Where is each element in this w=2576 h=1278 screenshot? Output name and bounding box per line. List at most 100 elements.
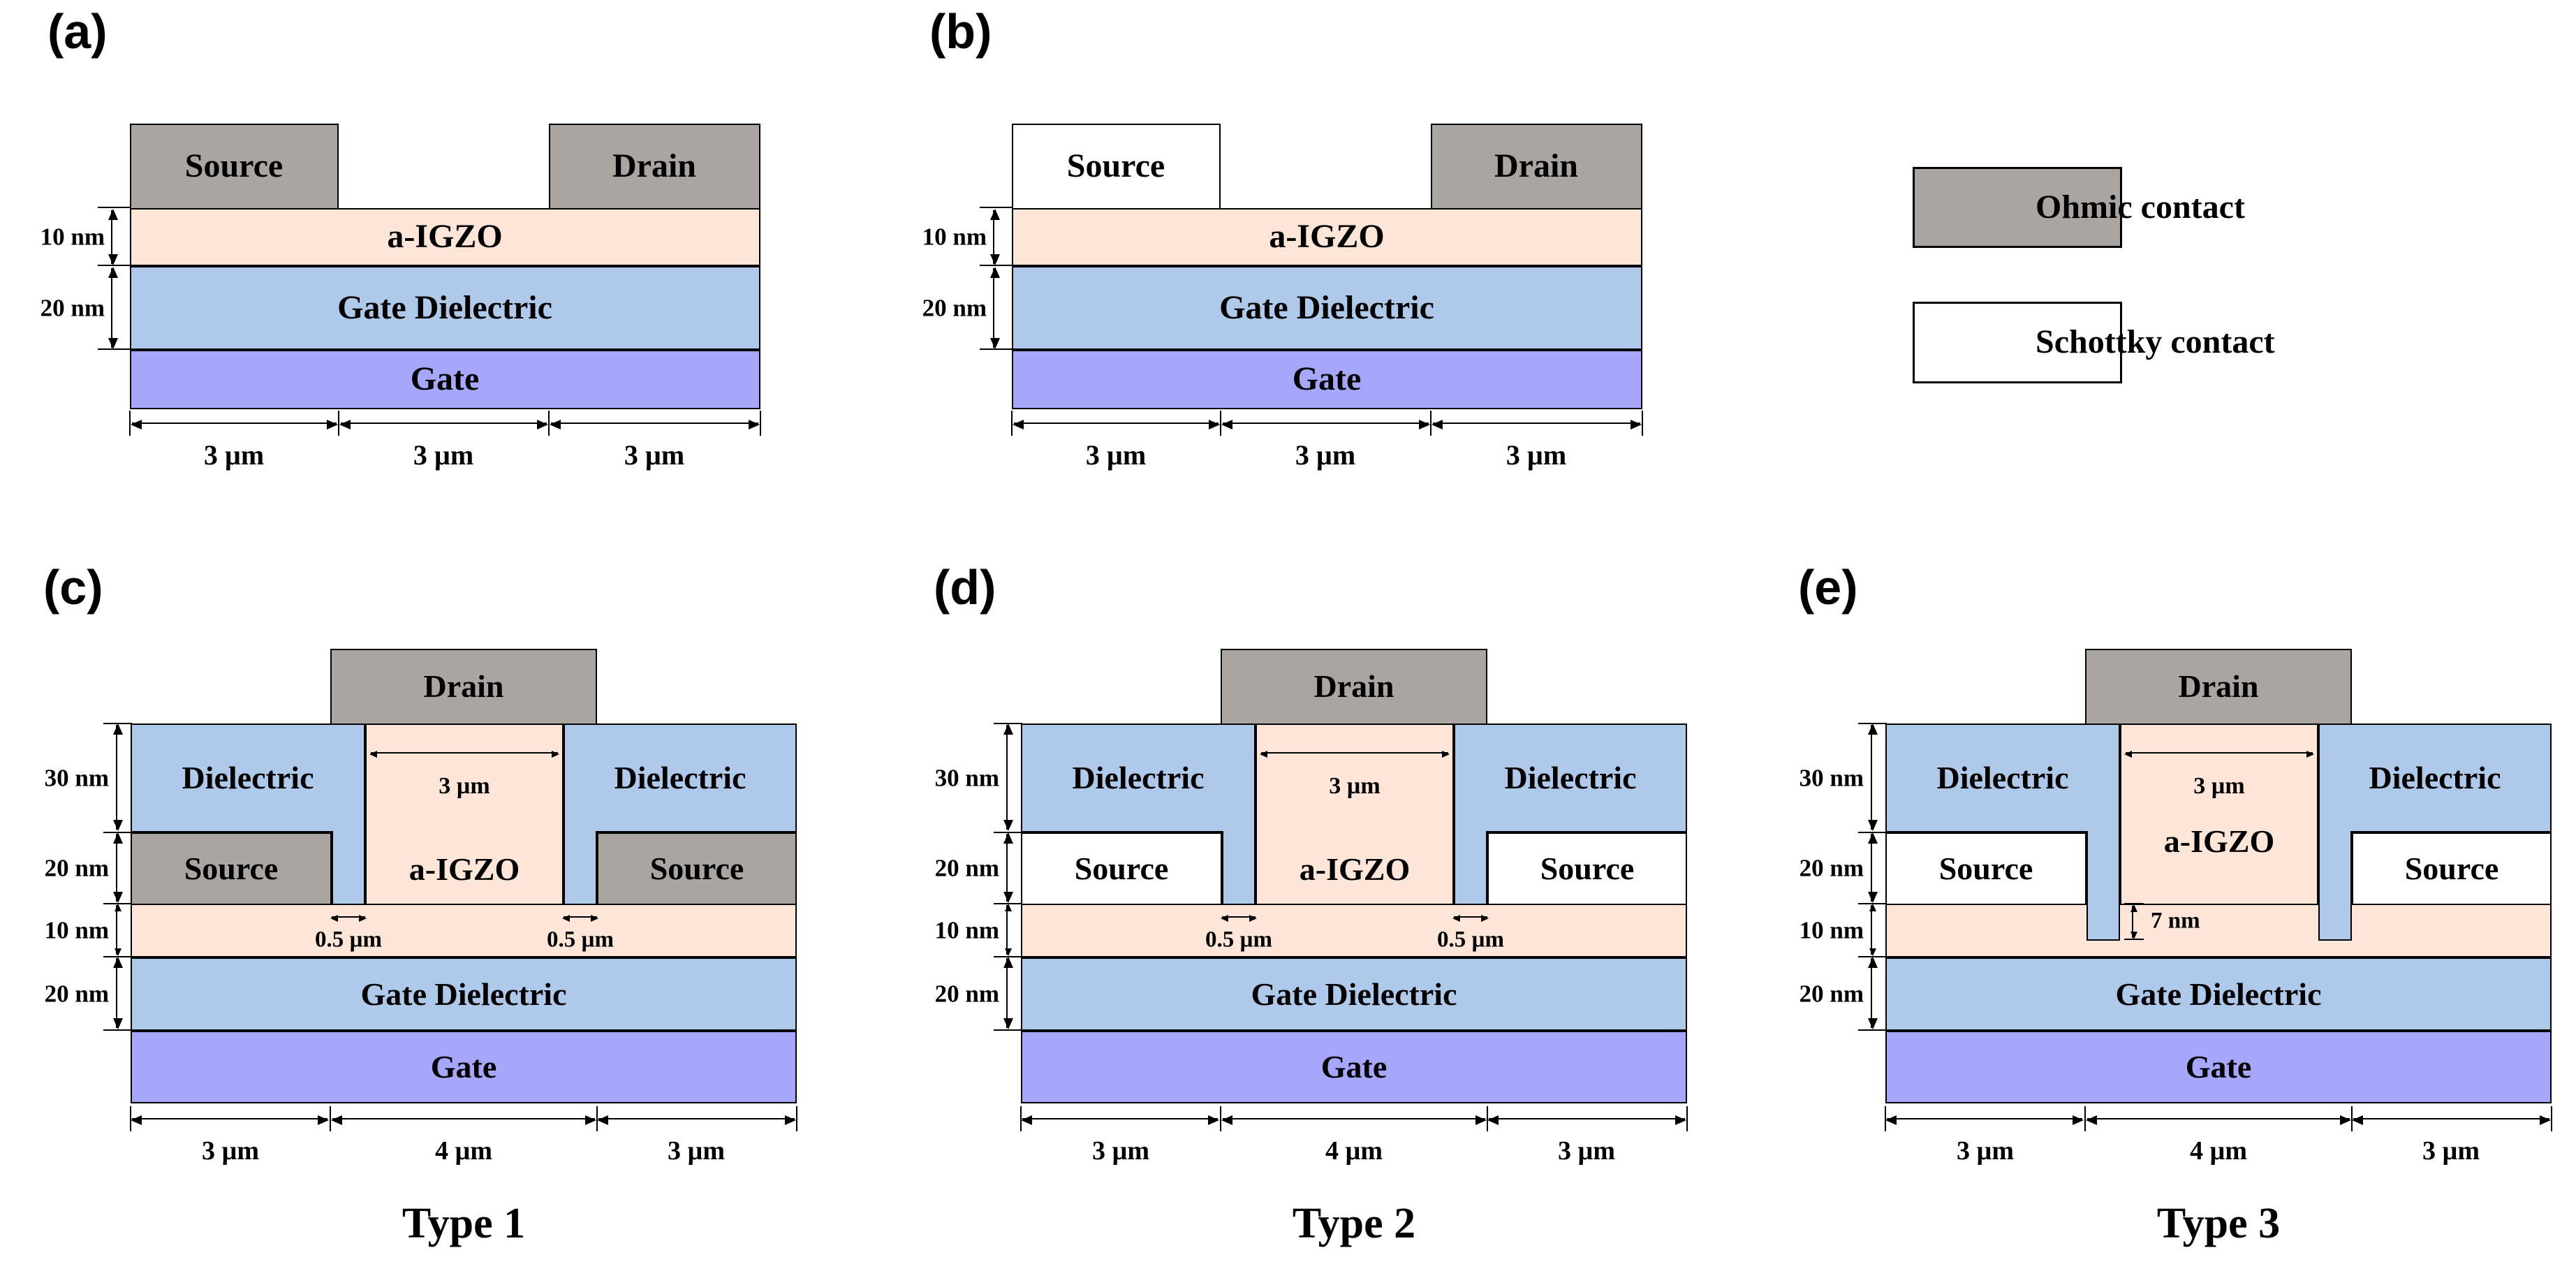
notch-tick [2124,939,2144,940]
extension-line [1858,1029,1887,1031]
gate-label: Gate [2185,1049,2252,1085]
gate-label: Gate [430,1049,497,1085]
gate-label: Gate [1292,360,1362,397]
igzo-label: a-IGZO [387,218,503,255]
dimension-arrow [1487,1115,1686,1125]
gap-label-right: 0.5 µm [546,927,614,953]
dimension-arrow [131,1115,329,1125]
channel-width-label: 3 µm [439,773,490,799]
drain-contact [549,124,760,210]
dimension-arrow [113,957,123,1029]
dimension-arrow [990,209,1000,265]
dimension-arrow [113,832,123,903]
dielectric-label-left: Dielectric [1936,760,2069,795]
dielectric-spacer-left [1222,831,1256,905]
source-label-left: Source [184,851,279,886]
gap-arrow-right [562,915,598,922]
dimension-arrow [597,1115,796,1125]
gate-dielectric-label: Gate Dielectric [337,289,552,326]
igzo-channel-border [2120,724,2318,905]
source-contact-right [597,832,797,905]
width-label: 3 µm [1085,439,1147,471]
panel-d-caption: Type 2 [1292,1200,1416,1247]
source-label-left: Source [1938,851,2033,886]
dim-label: 20 nm [40,294,105,322]
dielectric-label-right: Dielectric [1504,760,1637,795]
dimension-arrow [1013,420,1220,429]
extension-line [994,1029,1022,1031]
dimension-arrow [1221,1115,1487,1125]
dim-label: 20 nm [922,294,987,322]
igzo-label: a-IGZO [1299,851,1411,887]
width-label: 4 µm [2189,1136,2248,1166]
dielectric-block-right [2318,724,2552,832]
dimension-tick [1642,411,1643,436]
extension-line [98,265,131,266]
dielectric-block-left [1885,724,2120,832]
drain-contact [2085,649,2352,725]
gate-layer [1885,1031,2552,1103]
gap-label-left: 0.5 µm [314,927,383,953]
width-label: 3 µm [203,439,265,471]
dim-label: 30 nm [44,764,109,792]
legend-swatch-ohmic [1913,167,2122,248]
channel-width-arrow [2124,751,2314,758]
dielectric-label-right: Dielectric [2369,760,2501,795]
drain-label: Drain [423,668,504,704]
source-contact-left [1885,832,2086,905]
source-contact-right [1487,832,1687,905]
dimension-arrow [1005,904,1012,956]
dimension-arrow [1021,1115,1219,1125]
igzo-layer [130,208,760,266]
legend-ohmic-label: Ohmic contact [2036,189,2245,226]
dim-label: 10 nm [1799,916,1864,944]
extension-line [98,348,131,350]
dielectric-label-right: Dielectric [614,760,746,795]
width-label: 3 µm [201,1136,260,1166]
dimension-tick [1011,411,1013,436]
dielectric-spacer-right [1454,831,1487,905]
notch-label: 7 nm [2151,908,2200,934]
dimension-arrow [990,267,1000,349]
extension-line [98,207,131,208]
dimension-tick [2551,1106,2552,1131]
width-label: 3 µm [1295,439,1356,471]
source-contact [1012,124,1221,210]
dimension-arrow [550,420,760,429]
dimension-arrow [2352,1115,2551,1125]
gate-label: Gate [410,360,480,397]
panel-c-caption: Type 1 [402,1200,526,1247]
gap-arrow-right [1452,915,1489,922]
source-contact-right [2352,832,2552,905]
dimension-tick [1220,1106,1221,1131]
dimension-arrow [113,724,123,831]
dim-label: 20 nm [44,980,109,1008]
drain-label: Drain [1313,668,1394,704]
width-label: 3 µm [413,439,474,471]
dim-label: 30 nm [934,764,999,792]
dimension-arrow [1003,957,1013,1029]
drain-label: Drain [612,147,696,184]
gate-layer [130,350,760,409]
gap-arrow-left [330,915,367,922]
dimension-arrow [108,209,118,265]
width-label: 4 µm [1325,1136,1383,1166]
igzo-label: a-IGZO [2163,823,2275,859]
drain-label: Drain [2178,668,2259,704]
channel-width-arrow [369,751,559,758]
extension-line [980,265,1013,266]
legend-schottky-label: Schottky contact [2036,323,2275,360]
igzo-layer [1012,208,1642,266]
source-contact [130,124,339,210]
dim-label: 20 nm [44,854,109,882]
dielectric-label-left: Dielectric [182,760,314,795]
dimension-tick [1220,411,1221,436]
notch-tick [2124,903,2144,904]
width-label: 3 µm [1557,1136,1616,1166]
dimension-tick [548,411,550,436]
source-label-right: Source [1540,851,1635,886]
dim-label: 20 nm [934,980,999,1008]
extension-line [103,1029,132,1031]
igzo-layer [131,904,797,957]
